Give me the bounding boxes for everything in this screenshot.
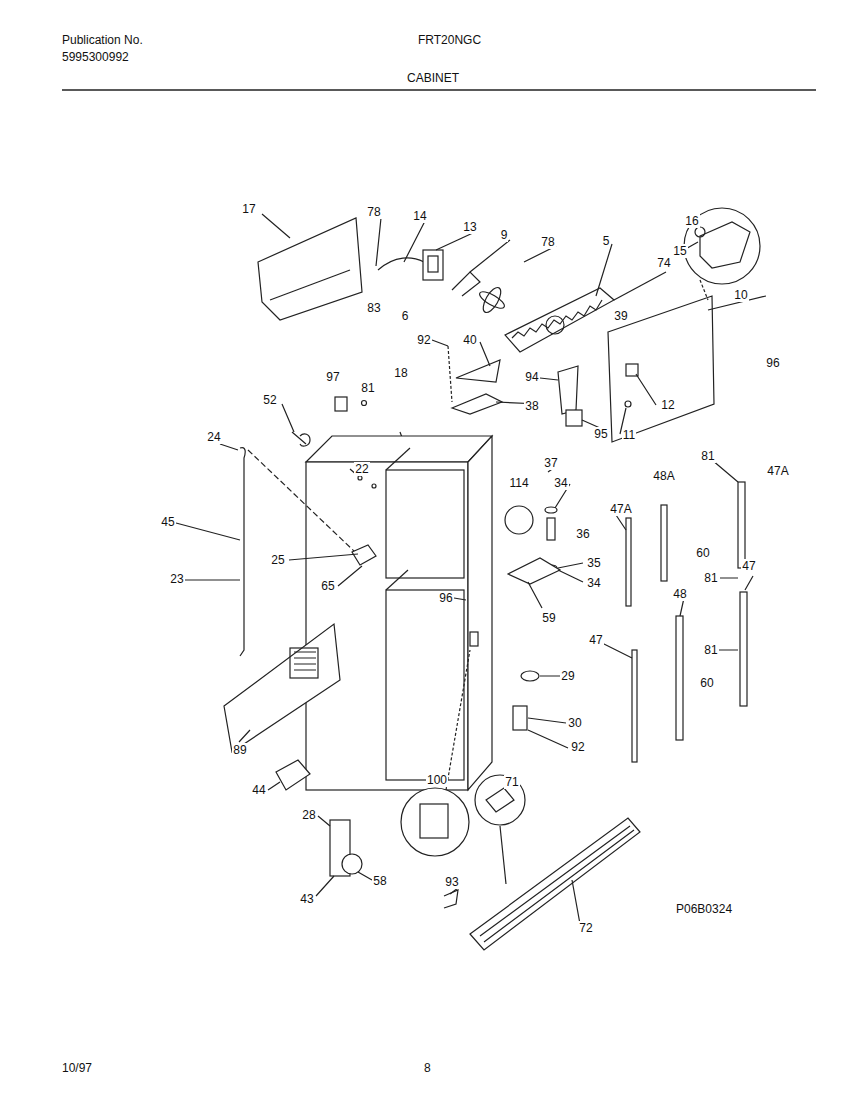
callout-number: 44: [251, 783, 266, 797]
callout-number: 35: [586, 556, 601, 570]
callout-number: 48A: [652, 469, 675, 483]
callout-number: 38: [524, 399, 539, 413]
callout-number: 40: [462, 333, 477, 347]
callout-number: 34: [553, 476, 568, 490]
callout-number: 52: [262, 393, 277, 407]
callout-number: 15: [672, 244, 687, 258]
callout-number: 47A: [766, 464, 789, 478]
callout-number: 23: [169, 572, 184, 586]
callout-number: 39: [613, 309, 628, 323]
callout-number: 30: [567, 716, 582, 730]
header-text: Publication No.: [62, 33, 143, 47]
callout-number: 43: [299, 892, 314, 906]
callout-number: 96: [765, 356, 780, 370]
callout-number: 18: [393, 366, 408, 380]
callout-number: 97: [325, 370, 340, 384]
callout-number: 81: [703, 571, 718, 585]
callout-number: 94: [524, 370, 539, 384]
callout-number: 60: [699, 676, 714, 690]
callout-number: 45: [160, 515, 175, 529]
callout-number: 16: [684, 214, 699, 228]
callout-number: 74: [656, 256, 671, 270]
callout-number: 12: [660, 398, 675, 412]
callout-number: 92: [416, 333, 431, 347]
header-text: 8: [424, 1061, 431, 1075]
callout-number: 10: [733, 288, 748, 302]
callout-number: 47: [588, 633, 603, 647]
callout-number: 81: [700, 449, 715, 463]
callout-number: 72: [578, 921, 593, 935]
callout-number: 78: [366, 205, 381, 219]
callout-number: 114: [508, 476, 529, 490]
callout-number: 29: [560, 669, 575, 683]
header-text: 10/97: [62, 1061, 92, 1075]
callout-number: 89: [232, 743, 247, 757]
callout-number: 25: [270, 553, 285, 567]
callout-number: 17: [241, 202, 256, 216]
page-title: CABINET: [407, 71, 459, 85]
callout-number: 59: [541, 611, 556, 625]
header-text: 5995300992: [62, 50, 129, 64]
callout-number: 47A: [609, 502, 632, 516]
callout-number: 22: [354, 462, 369, 476]
callout-number: 65: [320, 579, 335, 593]
callout-number: 34: [586, 576, 601, 590]
callout-number: 5: [602, 234, 611, 248]
callout-number: 37: [543, 456, 558, 470]
callout-number: 71: [504, 775, 519, 789]
header-text: P06B0324: [676, 902, 732, 916]
callout-number: 95: [593, 427, 608, 441]
callout-number: 36: [575, 527, 590, 541]
callout-number: 93: [444, 875, 459, 889]
callout-number: 83: [366, 301, 381, 315]
callout-number: 58: [372, 874, 387, 888]
header-text: FRT20NGC: [418, 33, 481, 47]
callout-number: 14: [412, 209, 427, 223]
callout-number: 28: [301, 808, 316, 822]
callout-number: 81: [360, 381, 375, 395]
callout-number: 100: [426, 773, 448, 787]
callout-number: 92: [570, 740, 585, 754]
callout-number: 9: [500, 228, 509, 242]
callout-number: 60: [695, 546, 710, 560]
callout-number: 47: [741, 559, 756, 573]
callout-number: 81: [703, 643, 718, 657]
callout-number: 24: [206, 430, 221, 444]
callout-number: 78: [540, 235, 555, 249]
callout-number: 48: [672, 587, 687, 601]
callout-number: 13: [462, 220, 477, 234]
callout-number: 96: [438, 591, 453, 605]
callout-number: 6: [401, 309, 410, 323]
callout-number: 11: [622, 428, 636, 442]
